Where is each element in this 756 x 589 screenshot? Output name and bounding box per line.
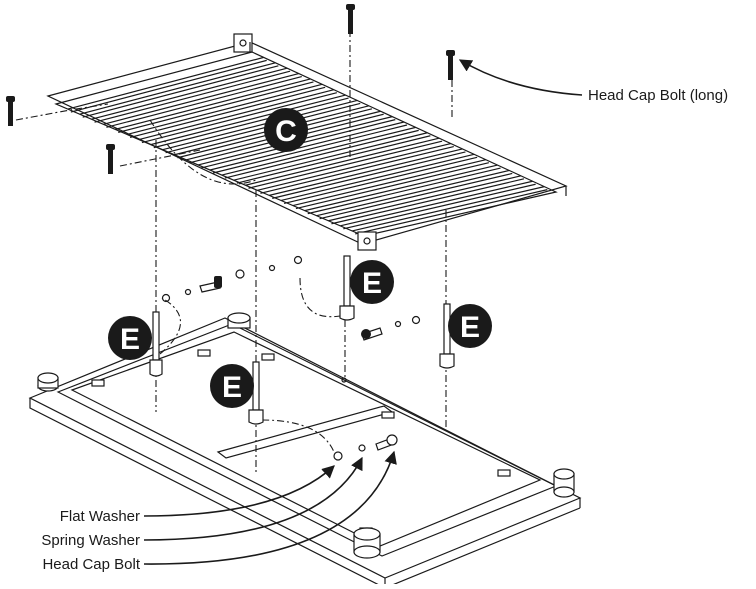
slat-edge xyxy=(343,183,536,230)
leader-spring-washer xyxy=(143,456,363,541)
slat-edge xyxy=(248,140,443,189)
post-center-front xyxy=(248,361,264,425)
slat-edge xyxy=(307,167,501,215)
slat-edge xyxy=(141,92,337,144)
badge-c: C xyxy=(264,108,308,152)
svg-text:E: E xyxy=(120,323,140,356)
slat-edge xyxy=(295,162,489,210)
badge-e-right: E xyxy=(448,304,492,348)
slat-edge xyxy=(129,86,326,139)
slat xyxy=(292,159,486,207)
slat-edge xyxy=(94,70,291,123)
slat-edge xyxy=(118,81,314,133)
leader-lines xyxy=(143,59,583,565)
foot-left xyxy=(37,372,59,392)
foot-front xyxy=(353,527,381,559)
slat xyxy=(245,137,440,186)
head-cap-bolt-part xyxy=(375,434,398,451)
svg-text:E: E xyxy=(362,267,382,300)
flat-washer-part xyxy=(333,451,343,461)
label-spring-washer: Spring Washer xyxy=(41,532,140,549)
slat-platform xyxy=(46,33,568,251)
slat xyxy=(221,126,416,176)
spring-washer-part xyxy=(358,444,366,452)
slat xyxy=(304,164,498,212)
slat xyxy=(269,148,463,196)
slat xyxy=(126,83,323,136)
slats xyxy=(67,56,548,235)
label-head-cap-bolt-long: Head Cap Bolt (long) xyxy=(588,87,728,104)
slat xyxy=(257,142,451,191)
slat xyxy=(340,180,533,227)
slat xyxy=(352,186,545,232)
slat xyxy=(115,78,311,130)
badge-e-center-front: E xyxy=(210,364,254,408)
posts xyxy=(149,255,455,425)
foot-right xyxy=(553,468,575,498)
badge-e-center-back: E xyxy=(350,260,394,304)
long-bolts xyxy=(6,4,455,174)
hardware-sets xyxy=(161,255,421,461)
bolt-long-front xyxy=(106,144,115,174)
slat-edge xyxy=(331,178,525,225)
slat xyxy=(67,56,264,110)
slat xyxy=(316,169,510,217)
slat xyxy=(233,132,428,181)
post-left xyxy=(149,311,163,377)
bolt-long-right xyxy=(446,50,455,80)
slat-edge xyxy=(70,59,267,113)
slat xyxy=(138,89,334,141)
slat xyxy=(91,67,288,120)
bolt-long-top-center xyxy=(346,4,355,34)
slat-edge xyxy=(212,124,408,174)
badge-e-left: E xyxy=(108,316,152,360)
bolt-long-left xyxy=(6,96,15,126)
slat-edge xyxy=(153,97,349,149)
slat xyxy=(150,94,346,146)
leader-head-cap-bolt xyxy=(143,450,397,565)
leader-head-cap-bolt-long xyxy=(458,59,583,96)
svg-text:E: E xyxy=(460,311,480,344)
slat-edge xyxy=(236,135,431,184)
leader-flat-washer xyxy=(143,465,335,517)
post-center-back xyxy=(339,255,355,321)
slat-edge xyxy=(355,189,548,235)
slat-edge xyxy=(272,151,466,199)
svg-text:E: E xyxy=(222,371,242,404)
slat xyxy=(162,99,358,151)
foot-back xyxy=(227,312,251,329)
slat-edge xyxy=(106,75,302,128)
slat-edge xyxy=(283,156,478,205)
slat-edge xyxy=(319,172,513,220)
slat xyxy=(79,62,276,115)
slat xyxy=(103,72,299,125)
slat xyxy=(209,121,405,171)
slat-edge xyxy=(224,129,419,179)
slat-edge xyxy=(82,65,279,118)
label-flat-washer: Flat Washer xyxy=(60,508,140,525)
alignment-lines xyxy=(15,30,453,472)
svg-text:C: C xyxy=(275,115,297,148)
base-frame xyxy=(28,312,582,589)
slat-edge xyxy=(165,102,361,154)
slat-edge xyxy=(260,145,454,194)
slat xyxy=(328,175,522,222)
slat xyxy=(280,153,475,202)
label-head-cap-bolt: Head Cap Bolt xyxy=(42,556,140,573)
